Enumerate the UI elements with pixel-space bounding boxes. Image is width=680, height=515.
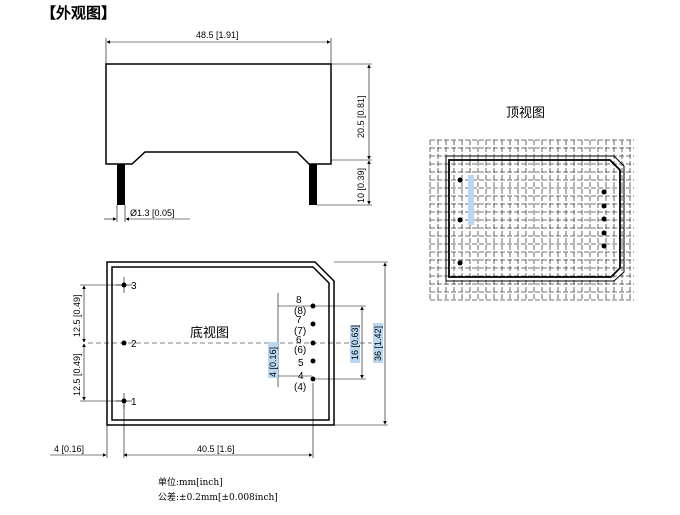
bottom-view: 3 2 1 12.5 [0.49] 12.5 [0.49] 底视图 8 (8) … [50, 261, 388, 458]
top-pin [601, 243, 607, 249]
top-pin [457, 260, 463, 266]
pin-label-4-alt: (4) [294, 382, 306, 393]
pin-6 [310, 340, 316, 346]
side-view-pin-left [117, 164, 125, 205]
bottom-view-outline [106, 261, 335, 426]
pin-label-3: 3 [131, 281, 137, 292]
pin-label-7: 7 [296, 315, 302, 326]
pin-dia-dim: Ø1.3 [0.05] [130, 208, 175, 218]
pin-7 [310, 321, 316, 327]
pin-2 [121, 340, 127, 346]
pin-label-6: 6 [296, 335, 302, 346]
side-height-dim: 20.5 [0.81] [356, 95, 366, 138]
pin-span-dim: 40.5 [1.6] [197, 444, 235, 454]
top-pin [457, 217, 463, 223]
pin-label-4: 4 [298, 371, 304, 382]
pin-label-5: 5 [298, 358, 304, 369]
pin-5 [310, 358, 316, 364]
pin-label-7-alt: (7) [294, 326, 306, 337]
tolerance-note: 公差:±0.2mm[±0.008inch] [158, 491, 278, 503]
side-width-dim: 48.5 [1.91] [196, 30, 239, 40]
top-pin [601, 203, 607, 209]
top-view-grid [429, 139, 634, 301]
top-pin [457, 177, 463, 183]
pin-label-2: 2 [131, 339, 137, 350]
top-view-outline [448, 159, 621, 278]
top-view: 顶视图 [429, 106, 634, 301]
pin-label-6-alt: (6) [294, 345, 306, 356]
side-view: 48.5 [1.91] 20.5 [0.81] 10 [0.39] Ø1.3 [… [104, 30, 372, 222]
pin-label-1: 1 [131, 397, 137, 408]
pin-label-8-alt: (8) [294, 306, 306, 317]
pin-length-dim: 10 [0.39] [356, 168, 366, 203]
pin-4 [310, 376, 316, 382]
pin-8 [310, 303, 316, 309]
pitch-bottom-dim: 12.5 [0.49] [72, 353, 82, 396]
pitch-top-dim: 12.5 [0.49] [72, 294, 82, 337]
pin-label-8: 8 [296, 295, 302, 306]
section-title: 【外观图】 [41, 4, 117, 22]
right-span-dim: 16 [0.63] [350, 325, 360, 360]
top-view-highlight [468, 175, 474, 225]
top-view-label: 顶视图 [506, 106, 545, 121]
top-pin [601, 230, 607, 236]
side-view-pin-right [309, 164, 317, 205]
edge-offset-dim: 4 [0.16] [54, 444, 84, 454]
height-dim: 36 [1.42] [373, 326, 383, 361]
side-view-body [105, 63, 332, 165]
bottom-view-label: 底视图 [190, 325, 229, 341]
unit-note: 单位:mm[inch] [158, 476, 223, 488]
top-pin [601, 189, 607, 195]
top-pin [601, 216, 607, 222]
right-pitch-dim: 4 [0.16] [268, 347, 278, 377]
